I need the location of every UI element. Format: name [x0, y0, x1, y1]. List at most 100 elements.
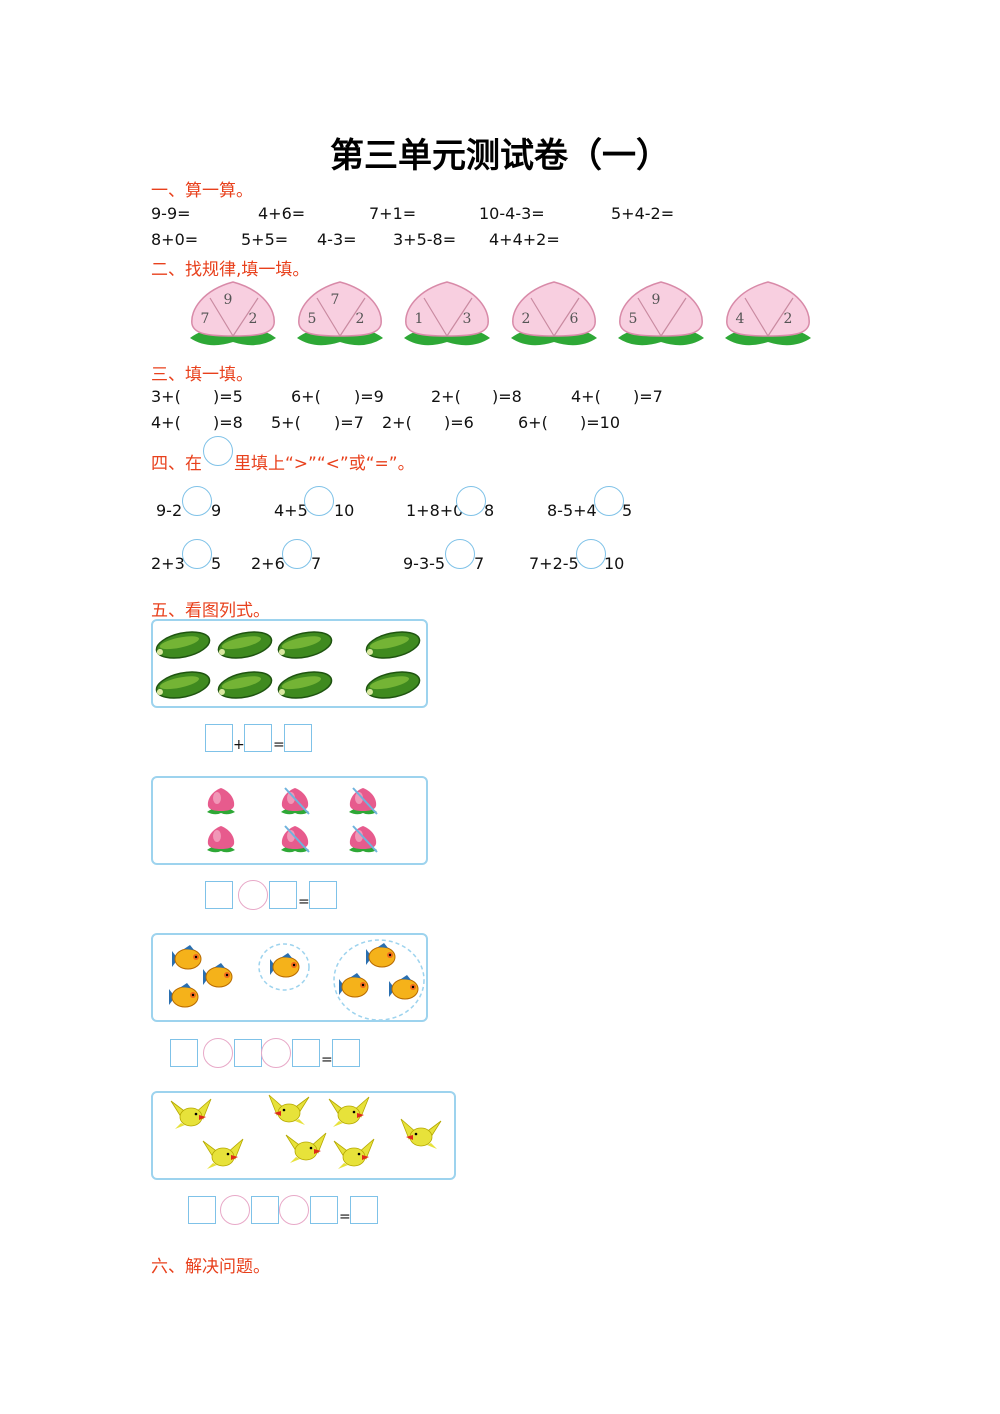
compare-left: 1+8+0	[406, 501, 464, 520]
fish-group-icon	[169, 939, 425, 1021]
answer-box[interactable]	[170, 1039, 198, 1067]
section-4-heading-prefix: 四、在	[151, 454, 202, 474]
fish-icon	[172, 945, 202, 970]
operator-circle[interactable]	[220, 1195, 250, 1225]
compare-circle[interactable]	[182, 486, 212, 516]
fill-expression: 5+(	[271, 413, 301, 432]
cucumber-group-icon	[155, 631, 421, 699]
answer-box[interactable]	[292, 1039, 320, 1067]
compare-circle[interactable]	[282, 539, 312, 569]
fill-expression: 6+(	[291, 387, 321, 406]
bird-icon	[170, 1098, 212, 1129]
section-3-heading: 三、填一填。	[151, 365, 253, 385]
compare-circle[interactable]	[182, 539, 212, 569]
compare-left: 7+2-5	[529, 554, 579, 573]
peach-number: 3	[463, 311, 472, 327]
compare-circle[interactable]	[304, 486, 334, 516]
equals-sign: =	[273, 737, 285, 753]
answer-box[interactable]	[350, 1196, 378, 1224]
compare-right: 9	[211, 501, 222, 520]
fill-expression: 4+(	[151, 413, 181, 432]
calc-item: 10-4-3=	[479, 204, 545, 223]
calc-item: 5+4-2=	[611, 204, 675, 223]
answer-box[interactable]	[309, 881, 337, 909]
answer-box[interactable]	[188, 1196, 216, 1224]
answer-box[interactable]	[205, 881, 233, 909]
compare-right: 5	[622, 501, 633, 520]
cucumber-icon	[217, 631, 273, 659]
fill-result: )=8	[492, 387, 522, 406]
calc-item: 8+0=	[151, 230, 199, 249]
compare-right: 5	[211, 554, 222, 573]
small-peach-icon	[349, 825, 378, 853]
section-4-heading-suffix: 里填上“>”“<”或“=”。	[234, 454, 415, 474]
calc-item: 7+1=	[369, 204, 417, 223]
answer-box[interactable]	[244, 724, 272, 752]
equals-sign: =	[321, 1052, 333, 1068]
cucumber-icon	[365, 631, 421, 659]
answer-box[interactable]	[284, 724, 312, 752]
bird-icon	[328, 1096, 370, 1127]
bird-icon	[400, 1118, 442, 1149]
answer-box[interactable]	[234, 1039, 262, 1067]
operator-circle[interactable]	[203, 1038, 233, 1068]
cucumber-picture-box	[151, 619, 428, 708]
fill-result: )=5	[213, 387, 243, 406]
operator-circle[interactable]	[261, 1038, 291, 1068]
compare-left: 8-5+4	[547, 501, 597, 520]
bird-icon	[268, 1094, 310, 1125]
small-peach-icon	[281, 825, 310, 853]
fill-expression: 2+(	[382, 413, 412, 432]
compare-right: 10	[604, 554, 625, 573]
compare-left: 2+6	[251, 554, 285, 573]
answer-box[interactable]	[310, 1196, 338, 1224]
peach-number: 7	[201, 311, 210, 327]
answer-box[interactable]	[251, 1196, 279, 1224]
compare-circle[interactable]	[456, 486, 486, 516]
fill-expression: 6+(	[518, 413, 548, 432]
fish-picture-box	[151, 933, 428, 1022]
compare-circle[interactable]	[445, 539, 475, 569]
answer-box[interactable]	[205, 724, 233, 752]
answer-box[interactable]	[332, 1039, 360, 1067]
plus-sign: +	[233, 737, 245, 753]
equals-sign: =	[298, 894, 310, 910]
answer-box[interactable]	[269, 881, 297, 909]
cucumber-icon	[155, 631, 211, 659]
operator-circle[interactable]	[279, 1195, 309, 1225]
fill-result: )=6	[444, 413, 474, 432]
section-2-heading: 二、找规律,填一填。	[151, 260, 310, 280]
calc-item: 5+5=	[241, 230, 289, 249]
peach-number: 9	[652, 292, 661, 308]
section-5-heading: 五、看图列式。	[151, 601, 270, 621]
fill-result: )=7	[334, 413, 364, 432]
operator-circle[interactable]	[238, 880, 268, 910]
small-peach-icon	[207, 788, 235, 815]
small-peach-icon	[349, 787, 378, 815]
fish-icon	[270, 953, 300, 978]
cucumber-icon	[277, 631, 333, 659]
bird-group-icon	[170, 1094, 442, 1169]
bird-icon	[202, 1138, 244, 1169]
compare-right: 7	[311, 554, 322, 573]
example-circle-icon	[203, 436, 233, 466]
small-peach-group-icon	[207, 787, 378, 853]
compare-left: 2+3	[151, 554, 185, 573]
compare-circle[interactable]	[576, 539, 606, 569]
fill-expression: 3+(	[151, 387, 181, 406]
calc-item: 4-3=	[317, 230, 357, 249]
compare-circle[interactable]	[594, 486, 624, 516]
fish-icon	[169, 983, 199, 1008]
page-title: 第三单元测试卷（一）	[330, 136, 670, 176]
cucumber-icon	[155, 671, 211, 699]
fill-result: )=9	[354, 387, 384, 406]
fill-expression: 4+(	[571, 387, 601, 406]
small-peach-icon	[207, 826, 235, 853]
cucumber-icon	[217, 671, 273, 699]
calc-item: 4+4+2=	[489, 230, 560, 249]
peach-puzzle-icon: 95	[618, 281, 704, 346]
